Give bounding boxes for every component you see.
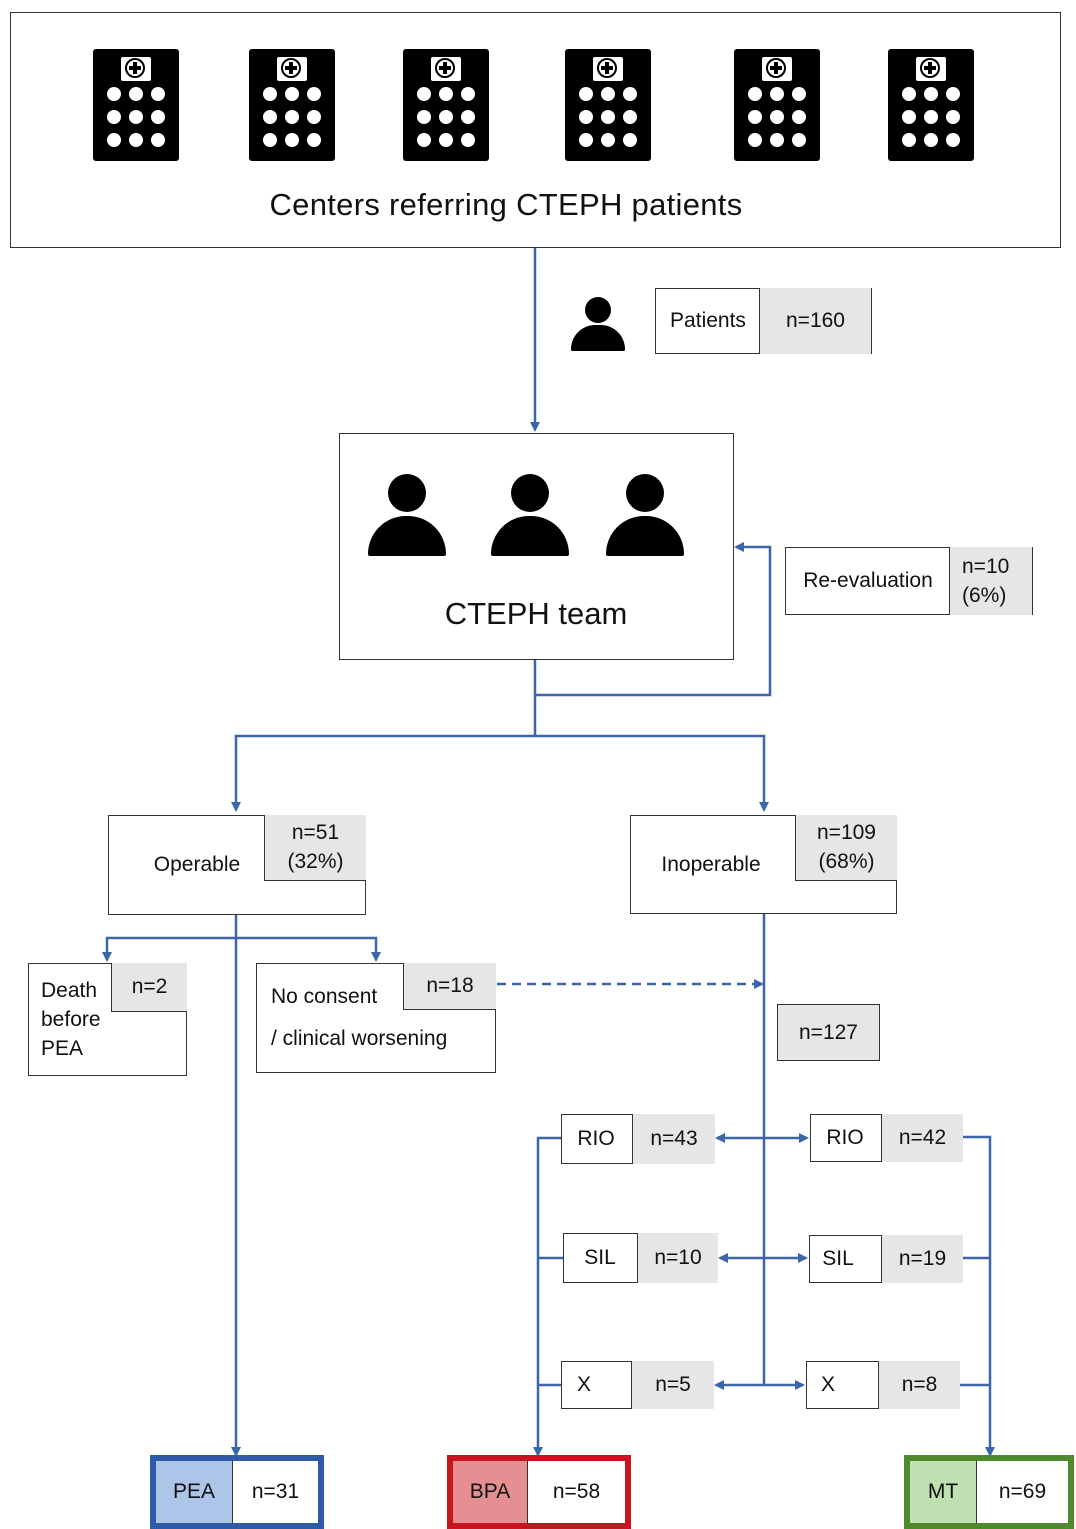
arrow-to-mt xyxy=(963,1135,995,1457)
team-member-icon xyxy=(368,474,446,556)
centers-title: Centers referring CTEPH patients xyxy=(269,187,743,222)
reevaluation-count: n=10 (6%) xyxy=(949,546,1032,615)
inoperable-label: Inoperable xyxy=(661,852,761,876)
arrow-reevaluation-loop xyxy=(533,542,772,697)
team-member-icon xyxy=(606,474,684,556)
inoperable-total: n=127 xyxy=(777,1004,880,1061)
arrow-to-bpa xyxy=(533,1136,561,1457)
centers-box: Centers referring CTEPH patients xyxy=(10,12,1061,248)
arrow-to-noconsent xyxy=(236,936,381,962)
patients-box: Patients n=160 xyxy=(655,287,872,354)
bpa-rio-box: RIO n=43 xyxy=(561,1113,715,1164)
hospital-icon xyxy=(734,49,820,161)
patient-icon xyxy=(571,297,625,353)
team-title: CTEPH team xyxy=(444,596,628,631)
operable-box: Operable n=51 (32%) xyxy=(108,814,366,915)
mt-sil-box: SIL n=19 xyxy=(809,1234,963,1283)
mt-x-box: X n=8 xyxy=(806,1360,960,1409)
mt-outcome-box: MT n=69 xyxy=(904,1455,1074,1529)
bpa-x-box: X n=5 xyxy=(561,1360,714,1409)
arrow-to-death xyxy=(102,936,236,962)
operable-count: n=51 (32%) xyxy=(264,814,366,881)
team-member-icon xyxy=(491,474,569,556)
noconsent-count: n=18 xyxy=(403,962,496,1010)
reevaluation-box: Re-evaluation n=10 (6%) xyxy=(785,546,1033,615)
noconsent-box: No consent / clinical worsening n=18 xyxy=(256,962,496,1073)
operable-label: Operable xyxy=(153,853,241,876)
reevaluation-label: Re-evaluation xyxy=(803,569,933,592)
hospital-icon xyxy=(403,49,489,161)
death-count: n=2 xyxy=(111,962,187,1012)
patients-count: n=160 xyxy=(759,287,871,354)
patients-label: Patients xyxy=(670,309,746,332)
hospital-icon xyxy=(93,49,179,161)
arrow-to-inoperable xyxy=(535,734,769,812)
mt-rio-box: RIO n=42 xyxy=(810,1113,963,1162)
cteph-team-box: CTEPH team xyxy=(339,433,734,660)
bpa-outcome-box: BPA n=58 xyxy=(447,1455,631,1529)
noconsent-line1: No consent xyxy=(271,985,378,1008)
inoperable-count: n=109 (68%) xyxy=(795,814,897,881)
inoperable-box: Inoperable n=109 (68%) xyxy=(630,814,897,914)
hospital-icon xyxy=(565,49,651,161)
pea-outcome-box: PEA n=31 xyxy=(150,1455,324,1529)
death-box: Death before PEA n=2 xyxy=(28,962,187,1076)
death-label: Death before PEA xyxy=(41,979,101,1060)
arrow-to-operable xyxy=(231,734,535,812)
hospital-icon xyxy=(249,49,335,161)
hospital-icon xyxy=(888,49,974,161)
noconsent-line2: / clinical worsening xyxy=(271,1027,448,1050)
bpa-sil-box: SIL n=10 xyxy=(563,1232,718,1283)
